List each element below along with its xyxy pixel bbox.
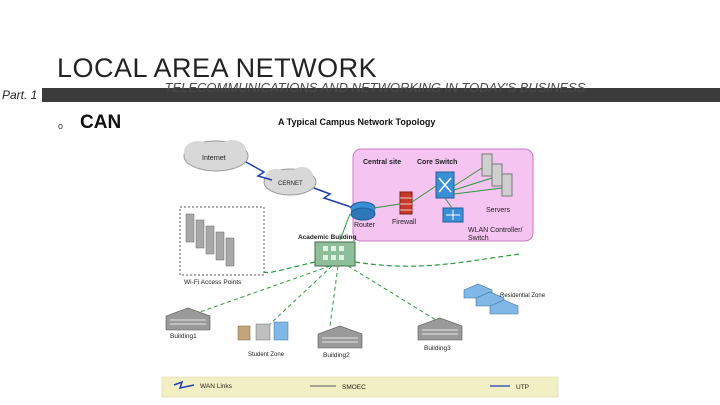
campus-network-diagram: A Typical Campus Network Topology Centra… — [161, 117, 559, 398]
wlan-controller-label: WLAN Controller/ — [468, 227, 523, 234]
building2-icon — [317, 325, 363, 349]
bullet-marker: o — [58, 121, 64, 131]
cernet-cloud — [263, 167, 317, 196]
router-label: Router — [354, 222, 376, 229]
cernet-label: CERNET — [278, 181, 303, 187]
academic-building-icon — [314, 241, 356, 267]
servers-icon — [481, 153, 513, 197]
legend-utp-label: UTP — [516, 384, 529, 391]
diagram-title: A Typical Campus Network Topology — [278, 117, 435, 127]
slide-subtitle: TELECOMMUNICATIONS AND NETWORKING IN TOD… — [164, 80, 586, 98]
campus-links-buildings — [199, 265, 437, 327]
legend-wan-label: WAN Links — [200, 383, 233, 390]
legend-wan-swatch — [173, 380, 195, 390]
campus-link-wifi — [263, 261, 316, 274]
legend-smoec-label: SMOEC — [342, 384, 366, 391]
central-links — [373, 167, 503, 209]
legend-box — [161, 376, 559, 398]
internet-cloud — [183, 140, 249, 172]
academic-uplink — [339, 213, 351, 241]
residential-zone-icon — [463, 283, 519, 315]
academic-building-label: Academic Building — [298, 234, 357, 241]
wlan-controller-icon — [442, 207, 464, 223]
internet-label: Internet — [202, 155, 226, 162]
campus-link-residential — [354, 253, 521, 267]
building2-label: Building2 — [323, 352, 350, 359]
building1-label: Building1 — [170, 333, 197, 340]
wlan-switch-label: Switch — [468, 235, 489, 242]
bullet-can: CAN — [80, 112, 122, 133]
building3-icon — [417, 317, 463, 341]
residential-zone-label: Residential Zone — [500, 293, 546, 299]
building3-label: Building3 — [424, 345, 451, 352]
student-zone-label: Student Zone — [248, 352, 285, 358]
building1-icon — [165, 307, 211, 331]
slide-title: LOCAL AREA NETWORK — [57, 53, 378, 83]
wifi-access-points-icons — [185, 213, 235, 267]
header-rule — [42, 88, 720, 102]
student-zone-icon — [237, 321, 289, 341]
firewall-icon — [399, 191, 413, 215]
wan-link-internet — [245, 161, 273, 181]
wifi-access-points-label: Wi-Fi Access Points — [184, 279, 242, 286]
firewall-label: Firewall — [392, 219, 417, 226]
core-switch — [435, 171, 455, 199]
central-site-label: Central site — [363, 159, 401, 166]
core-switch-label: Core Switch — [417, 159, 457, 166]
part-label: Part. 1 — [0, 86, 42, 104]
servers-label: Servers — [486, 207, 511, 214]
router-icon — [350, 201, 376, 221]
